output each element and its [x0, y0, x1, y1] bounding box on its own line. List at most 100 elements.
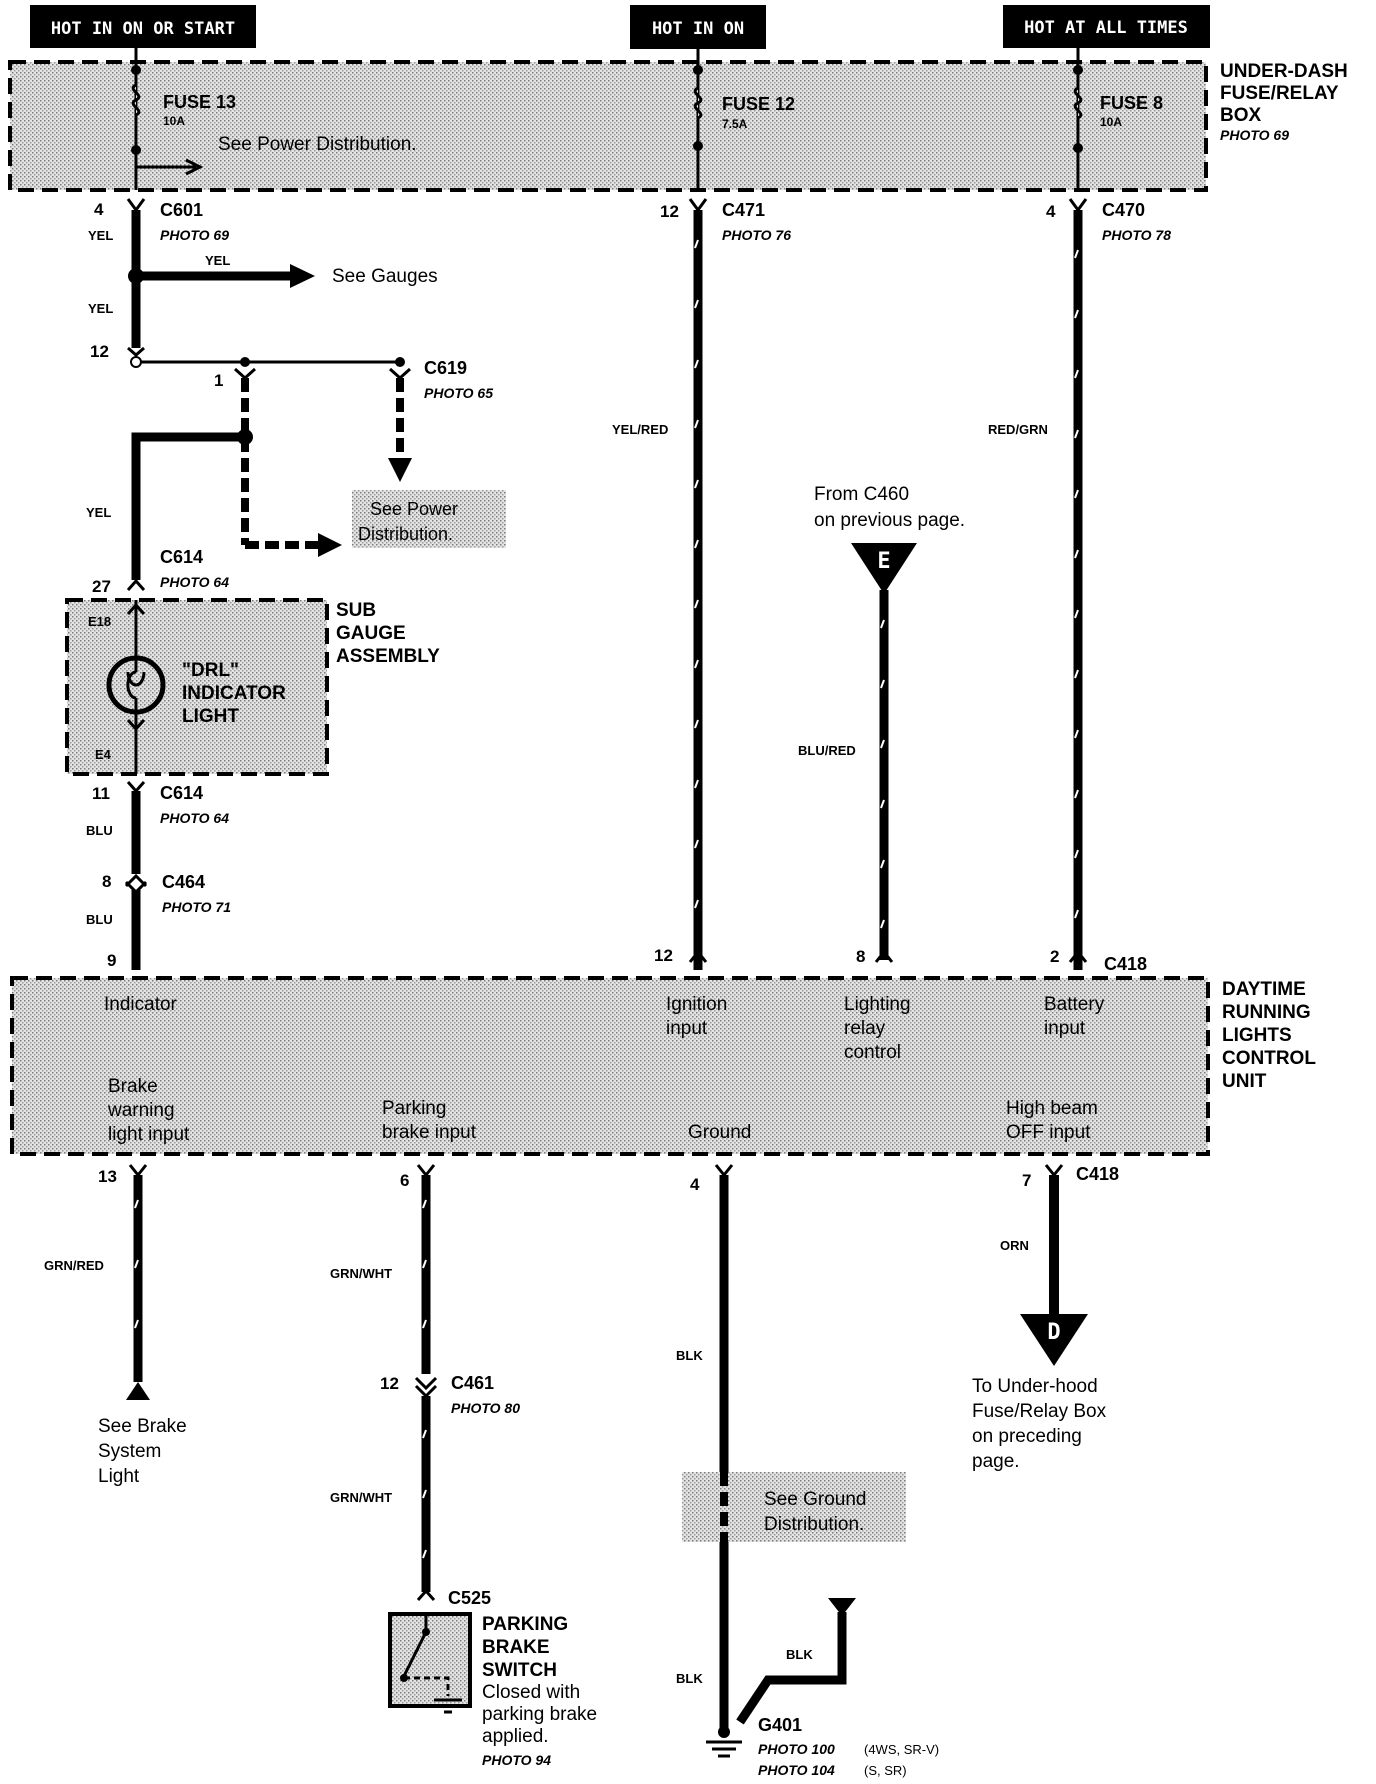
c470-connector-icon [1068, 198, 1088, 213]
pin2-connector-icon [1068, 949, 1088, 963]
grn-wht-stripe-lower [422, 1429, 427, 1559]
sub-gauge-title-1: SUB [336, 600, 376, 621]
mid-pin12: 12 [654, 946, 673, 965]
fuse12-rating: 7.5A [722, 117, 748, 131]
fuse12-label: FUSE 12 [722, 94, 795, 114]
g401-photo-1: PHOTO 100 [758, 1741, 835, 1757]
cu-title-3: LIGHTS [1222, 1025, 1292, 1046]
g401-note-2: (S, SR) [864, 1763, 907, 1778]
grn-wht-stripe-upper [422, 1199, 427, 1329]
drl-label-2: INDICATOR [182, 683, 286, 704]
pbs-note-1: Closed with [482, 1682, 580, 1703]
c619-right-connector-icon [388, 367, 412, 381]
pin13: 13 [98, 1167, 117, 1186]
yel-label-1: YEL [88, 228, 113, 243]
see-power-dist-1: See Power [370, 499, 458, 519]
cu-title-1: DAYTIME [1222, 979, 1306, 1000]
c619-pin1-connector-icon [233, 367, 257, 381]
blk-wire-branch [736, 1612, 847, 1725]
grn-red-stripe [134, 1199, 139, 1329]
to-uh-1: To Under-hood [972, 1376, 1098, 1397]
c619-pin1: 1 [214, 371, 223, 390]
c614-bottom-connector-icon [126, 781, 146, 794]
power-dist-arrow-right-icon [318, 533, 342, 557]
left-pin12: 12 [90, 342, 109, 361]
yel-label-2: YEL [88, 301, 113, 316]
fuse13-top-node [131, 65, 141, 75]
cu-title-2: RUNNING [1222, 1002, 1311, 1023]
yel-label-3: YEL [86, 505, 111, 520]
fuse-box-title-3: BOX [1220, 105, 1262, 126]
header-hot-on-or-start: HOT IN ON OR START [30, 5, 256, 48]
c619-label: C619 [424, 358, 467, 378]
c461-connector-icon [414, 1376, 438, 1399]
pbs-ground-lead [404, 1676, 450, 1696]
c470-label: C470 [1102, 200, 1145, 220]
mid-pin8: 8 [856, 947, 865, 966]
header-hot-all-times-label: HOT AT ALL TIMES [1024, 18, 1188, 38]
blk-branch-arrow-icon [828, 1598, 856, 1616]
c619-photo: PHOTO 65 [424, 385, 493, 401]
yel-red-stripe [694, 239, 699, 909]
cu-battery-2: input [1044, 1018, 1086, 1039]
c619-bus-node-mid [240, 357, 250, 367]
pbs-title-1: PARKING [482, 1614, 568, 1635]
cu-battery-1: Battery [1044, 994, 1105, 1015]
fuse13-label: FUSE 13 [163, 92, 236, 112]
fuse12-top-node [693, 65, 703, 75]
grn-red-label: GRN/RED [44, 1258, 104, 1273]
c471-pin: 12 [660, 202, 679, 221]
c619-down-arrow-icon [388, 458, 412, 482]
drl-filament-icon [126, 650, 146, 720]
blu-red-stripe [880, 619, 885, 929]
header-hot-on-or-start-label: HOT IN ON OR START [51, 19, 235, 39]
c614-bottom-photo: PHOTO 64 [160, 810, 229, 826]
c461-label: C461 [451, 1373, 494, 1393]
pin7-connector-icon [1044, 1164, 1064, 1178]
connector-d-icon [1020, 1314, 1088, 1366]
drl-label-3: LIGHT [182, 706, 239, 727]
to-uh-4: page. [972, 1451, 1020, 1472]
cu-title-4: CONTROL [1222, 1048, 1316, 1069]
cu-highbeam-1: High beam [1006, 1098, 1098, 1119]
see-brake-arrow-icon [126, 1382, 150, 1400]
to-uh-2: Fuse/Relay Box [972, 1401, 1107, 1422]
cu-brake-3: light input [108, 1124, 190, 1145]
splice-yel-c614 [237, 429, 253, 445]
pin13-connector-icon [128, 1164, 148, 1178]
c464-photo: PHOTO 71 [162, 899, 231, 915]
cu-lighting-1: Lighting [844, 994, 911, 1015]
c470-pin: 4 [1046, 202, 1056, 221]
connector-e-label: E [877, 549, 890, 574]
see-power-arrow-icon [136, 158, 204, 176]
drl-label-1: "DRL" [182, 660, 239, 681]
pbs-note-2: parking brake [482, 1704, 597, 1725]
c619-bus-node-left [130, 356, 142, 368]
blu-label-2: BLU [86, 912, 113, 927]
blk-label-1: BLK [676, 1348, 703, 1363]
pbs-title-2: BRAKE [482, 1637, 550, 1658]
c601-connector-icon [126, 198, 146, 213]
c471-label: C471 [722, 200, 765, 220]
to-uh-3: on preceding [972, 1426, 1082, 1447]
pin6: 6 [400, 1171, 409, 1190]
pbs-photo: PHOTO 94 [482, 1752, 551, 1768]
fuse12-icon [693, 86, 703, 120]
cu-brake-1: Brake [108, 1076, 158, 1097]
c614-bottom-label: C614 [160, 783, 203, 803]
cu-parking-1: Parking [382, 1098, 446, 1119]
see-brake-2: System [98, 1441, 161, 1462]
g401-label: G401 [758, 1715, 802, 1735]
left-pin9: 9 [107, 951, 116, 970]
g401-node [718, 1726, 730, 1738]
fuse13-icon [131, 83, 141, 117]
fuse-box-photo: PHOTO 69 [1220, 127, 1289, 143]
pbs-title-3: SWITCH [482, 1660, 557, 1681]
e4-label: E4 [95, 747, 112, 762]
c601-pin: 4 [94, 200, 104, 219]
c471-photo: PHOTO 76 [722, 227, 791, 243]
c614-top-pin: 27 [92, 577, 111, 596]
from-c460-2: on previous page. [814, 510, 965, 531]
pbs-ground-icon [434, 1698, 462, 1714]
cu-ground: Ground [688, 1122, 751, 1143]
